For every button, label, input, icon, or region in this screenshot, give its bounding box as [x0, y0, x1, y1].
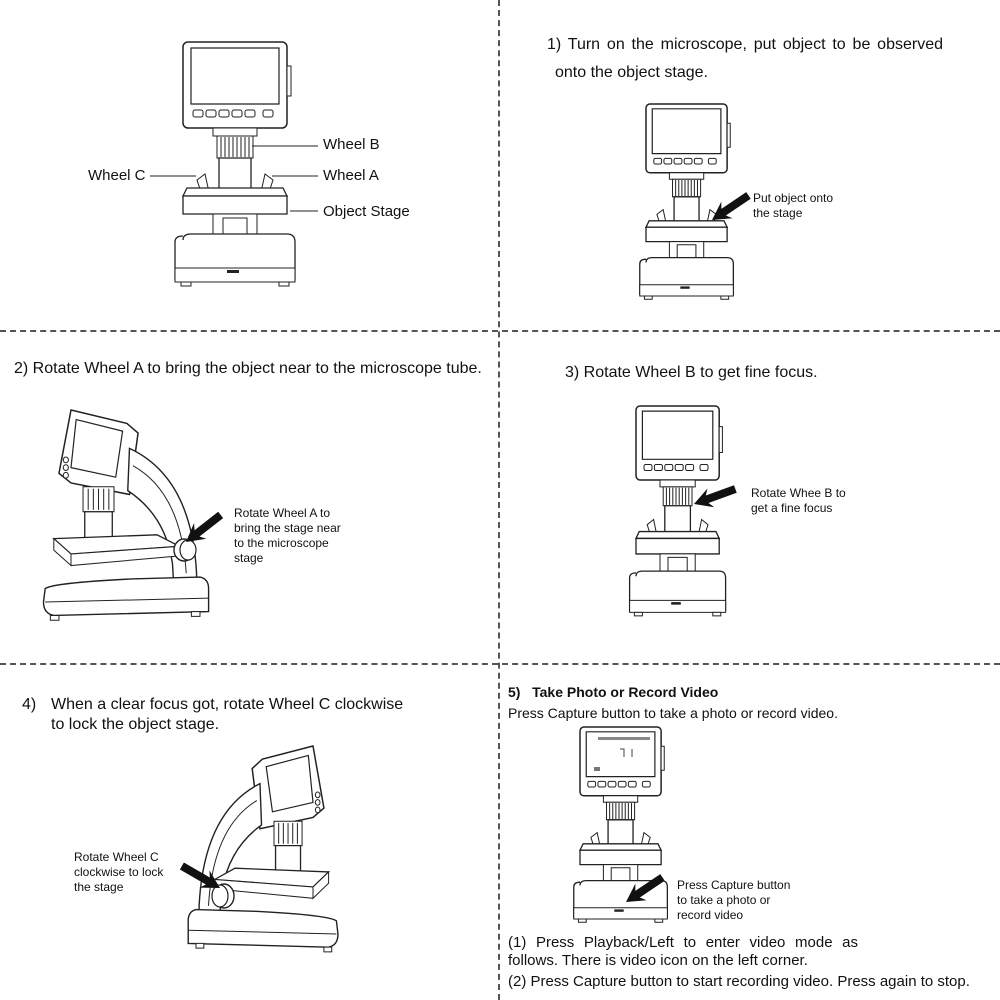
step5-note2: (2) Press Capture button to start record… [508, 973, 970, 990]
label-object-stage: Object Stage [323, 203, 410, 220]
label-wheel-c: Wheel C [88, 167, 146, 184]
step5-note1-line2: follows. There is video icon on the left… [508, 952, 808, 969]
step1-microscope-illustration [639, 103, 734, 300]
overview-leader-lines [0, 0, 500, 330]
step4-instruction-line1: When a clear focus got, rotate Wheel C c… [51, 696, 404, 713]
step1-callout-line: Put object onto [753, 191, 834, 205]
step3-arrow [690, 479, 739, 514]
vertical-divider [498, 0, 500, 1000]
step4-callout-line: the stage [74, 880, 124, 894]
step1-instruction-line2: onto the object stage. [555, 64, 708, 81]
step1-callout-line: the stage [753, 206, 803, 220]
step4-callout: Rotate Wheel C clockwise to lock the sta… [74, 850, 204, 895]
step3-callout: Rotate Whee B to get a fine focus [751, 486, 881, 516]
step4-instruction-line2: to lock the object stage. [51, 716, 220, 733]
step2-callout: Rotate Wheel A to bring the stage near t… [234, 506, 384, 566]
step4-number: 4) [22, 696, 37, 713]
step3-heading: 3) Rotate Wheel B to get fine focus. [565, 364, 818, 381]
step5-title: Take Photo or Record Video [532, 684, 719, 700]
step5-callout-line: to take a photo or [677, 893, 771, 907]
step5-number: 5) [508, 684, 521, 700]
step1-instruction-line1: 1) Turn on the microscope, put object to… [547, 36, 943, 53]
step2-wheel-a-knob [168, 524, 228, 564]
step3-microscope-illustration [628, 405, 727, 617]
step3-callout-line: get a fine focus [751, 501, 833, 515]
step1-callout: Put object onto the stage [753, 191, 873, 221]
label-wheel-a: Wheel A [323, 167, 379, 184]
step5-callout-line: Press Capture button [677, 878, 791, 892]
label-wheel-b: Wheel B [323, 136, 380, 153]
step2-callout-line: Rotate Wheel A to [234, 506, 331, 520]
step4-wheel-c-knob [204, 878, 244, 918]
step2-callout-line: bring the stage near [234, 521, 341, 535]
step5-note1-line1: (1) Press Playback/Left to enter video m… [508, 934, 858, 951]
horizontal-divider-bottom [0, 663, 1000, 665]
step5-callout-line: record video [677, 908, 744, 922]
step3-callout-line: Rotate Whee B to [751, 486, 846, 500]
horizontal-divider-top [0, 330, 1000, 332]
step4-callout-line: Rotate Wheel C [74, 850, 159, 864]
step5-intro: Press Capture button to take a photo or … [508, 705, 838, 721]
step2-callout-line: to the microscope [234, 536, 329, 550]
step5-microscope-illustration [573, 726, 668, 923]
step2-heading: 2) Rotate Wheel A to bring the object ne… [14, 360, 482, 377]
step2-callout-line: stage [234, 551, 264, 565]
step5-title-row: 5) Take Photo or Record Video [508, 683, 718, 701]
step4-callout-line: clockwise to lock [74, 865, 164, 879]
step5-callout: Press Capture button to take a photo or … [677, 878, 807, 923]
